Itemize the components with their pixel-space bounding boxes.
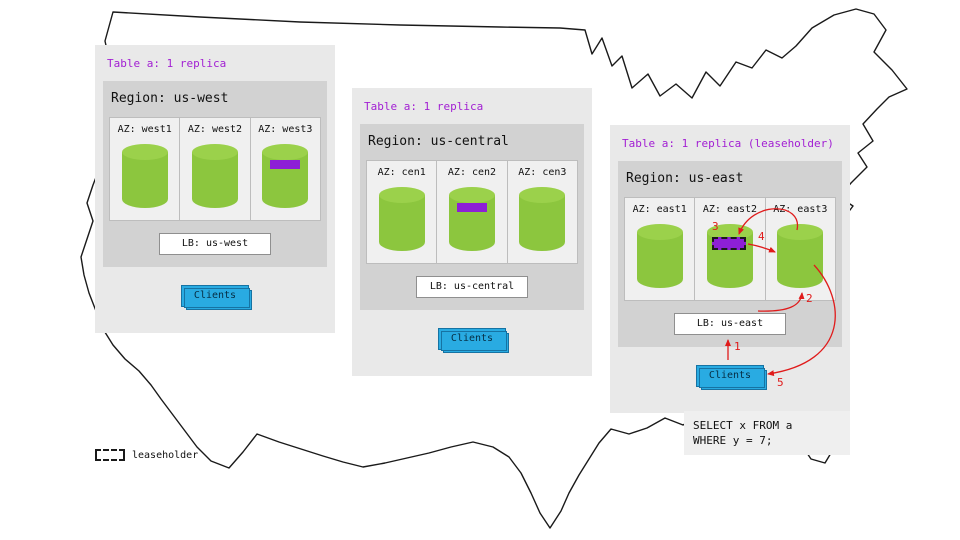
table-replica-label: Table a: 1 replica [107,57,227,70]
legend-leaseholder: leaseholder [95,449,198,461]
arrow-step-label-1: 1 [734,340,741,353]
db-cylinder [706,224,753,288]
az-row: AZ: cen1 AZ: cen2 AZ: [366,160,578,264]
db-cylinder [519,187,566,251]
arrow-step-label-2: 2 [806,292,813,305]
replica-band [270,160,301,169]
db-cylinder [191,144,238,208]
az-label: AZ: east3 [773,204,828,215]
legend-label: leaseholder [132,449,199,461]
region-title: Region: us-central [368,134,509,149]
az-col-west3: AZ: west3 [251,118,320,220]
cylinder-body [519,195,566,251]
cylinder-top [191,144,238,160]
az-col-east1: AZ: east1 [625,198,696,300]
sql-query-line-2: WHERE y = 7; [693,434,773,447]
cylinder-body [777,232,824,288]
az-row: AZ: east1 AZ: east2 AZ [624,197,836,301]
arrow-step-label-4: 4 [758,230,765,243]
az-col-cen3: AZ: cen3 [508,161,577,263]
az-label: AZ: east2 [702,204,758,215]
cylinder-top [121,144,168,160]
az-row: AZ: west1 AZ: west2 AZ [109,117,321,221]
az-col-west2: AZ: west2 [180,118,251,220]
az-label: AZ: west3 [258,124,313,135]
region-title: Region: us-west [111,91,229,106]
region-panel-us-central: Table a: 1 replica Region: us-central AZ… [352,88,592,376]
cylinder-body [191,152,238,208]
clients-box-us-east: Clients [695,365,768,390]
region-panel-us-east: Table a: 1 replica (leaseholder) Region:… [610,125,850,413]
cylinder-top [519,187,566,203]
az-col-east2: AZ: east2 [695,198,766,300]
leaseholder-replica-band [711,237,746,250]
az-label: AZ: west2 [187,124,243,135]
az-label: AZ: west1 [117,124,172,135]
sql-query-box: SELECT x FROM a WHERE y = 7; [684,411,850,455]
load-balancer-us-central: LB: us-central [416,276,528,298]
replica-band [456,203,487,212]
az-label: AZ: east1 [632,204,687,215]
az-label: AZ: cen2 [447,167,497,178]
db-cylinder [777,224,824,288]
az-col-west1: AZ: west1 [110,118,181,220]
cylinder-top [777,224,824,240]
table-replica-label: Table a: 1 replica [364,100,484,113]
cylinder-body [121,152,168,208]
region-panel-us-west: Table a: 1 replica Region: us-west AZ: w… [95,45,335,333]
arrow-step-label-5: 5 [777,376,784,389]
load-balancer-us-east: LB: us-east [674,313,786,335]
region-title: Region: us-east [626,171,744,186]
clients-box-us-central: Clients [437,328,510,353]
cylinder-top [378,187,425,203]
cylinder-top [636,224,683,240]
az-label: AZ: cen3 [518,167,567,178]
sql-query-line-1: SELECT x FROM a [693,419,793,432]
region-box-us-east: Region: us-east AZ: east1 AZ: east2 [618,161,842,347]
arrow-step-label-3: 3 [712,220,719,233]
db-cylinder [378,187,425,251]
region-box-us-west: Region: us-west AZ: west1 AZ: west2 [103,81,327,267]
cylinder-body [378,195,425,251]
clients-area: Clients [618,347,842,413]
az-label: AZ: cen1 [377,167,426,178]
leaseholder-dashed-box-icon [95,449,125,461]
az-col-east3: AZ: east3 [766,198,835,300]
az-col-cen1: AZ: cen1 [367,161,438,263]
load-balancer-us-west: LB: us-west [159,233,271,255]
clients-area: Clients [360,310,584,376]
clients-box-us-west: Clients [180,285,253,310]
cylinder-top [262,144,309,160]
db-cylinder [448,187,495,251]
db-cylinder [636,224,683,288]
table-replica-leaseholder-label: Table a: 1 replica (leaseholder) [622,137,834,150]
cylinder-top [448,187,495,203]
region-box-us-central: Region: us-central AZ: cen1 AZ: cen2 [360,124,584,310]
cylinder-body [636,232,683,288]
clients-area: Clients [103,267,327,333]
az-col-cen2: AZ: cen2 [437,161,508,263]
db-cylinder [121,144,168,208]
db-cylinder [262,144,309,208]
